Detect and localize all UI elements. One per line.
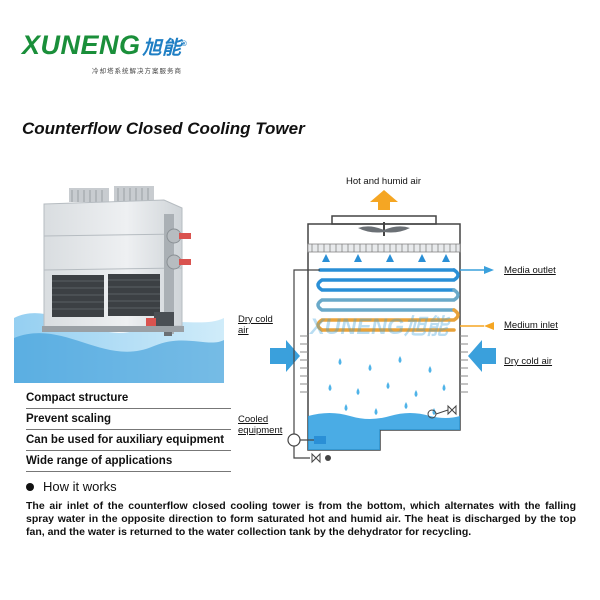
registered-mark: ® — [181, 41, 188, 48]
how-it-works-heading: How it works — [26, 479, 117, 494]
media-outlet-label: Media outlet — [504, 265, 556, 276]
how-it-works-description: The air inlet of the counterflow closed … — [26, 500, 576, 538]
air-in-left-arrow-icon — [270, 340, 300, 372]
air-in-right-arrow-icon — [468, 340, 496, 372]
logo-tagline: 冷却塔系统解决方案服务商 — [92, 68, 182, 75]
feature-item: Wide range of applications — [26, 455, 173, 467]
feature-item: Compact structure — [26, 392, 129, 404]
dry-cold-air-right-label: Dry cold air — [504, 356, 553, 367]
media-outlet-arrow-icon — [484, 266, 494, 274]
cooling-tower-product-image — [14, 186, 224, 383]
cooled-equipment-label: Cooled equipment — [238, 414, 283, 436]
feature-item: Can be used for auxiliary equipment — [26, 434, 225, 446]
logo-chinese-name: 旭能 — [142, 38, 182, 59]
cooling-tower-diagram: XUNENG旭能 — [270, 190, 496, 464]
medium-inlet-arrow-icon — [484, 322, 494, 330]
medium-inlet-label: Medium inlet — [504, 320, 558, 331]
how-it-works-title: How it works — [43, 479, 117, 494]
feature-divider — [26, 408, 231, 409]
diagram-watermark: XUNENG旭能 — [308, 314, 451, 339]
bullet-icon — [26, 482, 34, 491]
fan-icon — [358, 226, 410, 233]
feature-divider — [26, 450, 231, 451]
feature-divider — [26, 429, 231, 430]
feature-divider — [26, 471, 231, 472]
dry-cold-air-left-label: Dry cold air — [238, 314, 273, 336]
logo-wordmark: XUNENG — [22, 30, 141, 60]
page-title: Counterflow Closed Cooling Tower — [22, 119, 305, 138]
water-droplets — [328, 356, 446, 415]
feature-item: Prevent scaling — [26, 413, 112, 425]
hot-air-label: Hot and humid air — [346, 176, 421, 187]
pump-icon — [287, 433, 301, 447]
hot-air-arrow-icon — [370, 190, 398, 210]
